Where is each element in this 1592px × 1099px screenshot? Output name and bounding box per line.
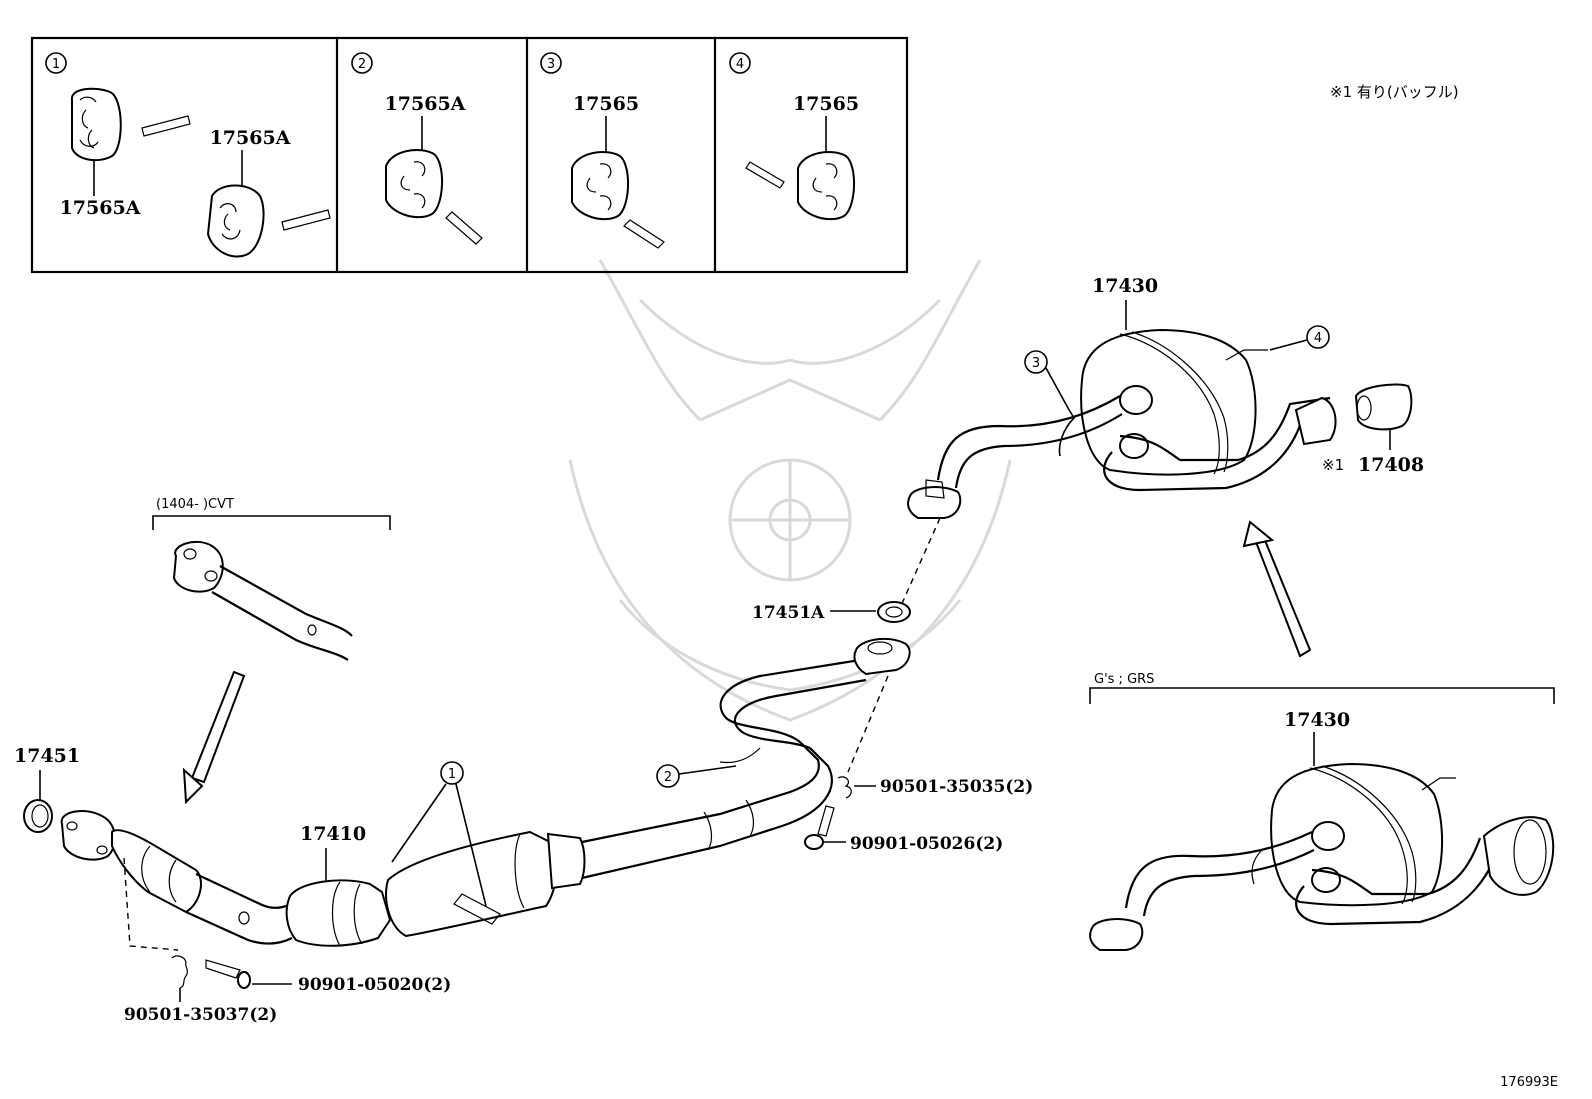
inset-1: 1 17565A 17565A xyxy=(45,52,331,258)
inset-3: 3 17565 xyxy=(540,52,665,249)
inset-2: 2 17565A xyxy=(351,52,483,245)
callout-1-label: 1 xyxy=(448,767,456,782)
hanger-rubber-icon xyxy=(71,87,122,162)
cvt-note: (1404- )CVT xyxy=(156,497,234,512)
bolt-front-label: 90901-05020(2) xyxy=(298,975,451,995)
inset-3-number: 3 xyxy=(547,57,555,72)
inset-2-number: 2 xyxy=(358,57,366,72)
callout-3-label: 3 xyxy=(1032,356,1040,371)
spring-mid-label: 90501-35035(2) xyxy=(880,777,1033,797)
gasket-mid-label: 17451A xyxy=(752,603,825,623)
inset-1-part-a: 17565A xyxy=(60,197,141,219)
muffler-top-label: 17430 xyxy=(1092,275,1158,297)
hanger-rubber-icon xyxy=(571,151,630,221)
gasket-front-label: 17451 xyxy=(14,745,80,767)
callout-2-label: 2 xyxy=(664,770,672,785)
tail-pipe: ※1 17408 xyxy=(1322,383,1424,476)
mid-fasteners: 90501-35035(2) 90901-05026(2) 17451A xyxy=(752,517,1033,854)
hanger-rubber-icon xyxy=(206,184,265,258)
inset-1-part-b: 17565A xyxy=(210,127,291,149)
tail-pipe-label: 17408 xyxy=(1358,454,1424,476)
front-pipe-assembly: 17451 17410 1 xyxy=(14,637,911,947)
callout-4-label: 4 xyxy=(1314,331,1322,346)
grs-variant: G's ; GRS 17430 xyxy=(1089,672,1555,951)
inset-panels xyxy=(30,36,909,274)
inset-4-number: 4 xyxy=(736,57,744,72)
hanger-rubber-icon xyxy=(797,151,856,221)
watermark-emblem xyxy=(568,259,1012,722)
spring-front-label: 90501-35037(2) xyxy=(124,1005,277,1025)
bolt-mid-label: 90901-05026(2) xyxy=(850,834,1003,854)
hanger-rubber-icon xyxy=(385,149,444,219)
grs-note: G's ; GRS xyxy=(1094,672,1154,687)
arrow-up-icon xyxy=(1254,536,1312,658)
tail-muffler-top: 17430 3 4 xyxy=(907,275,1337,519)
inset-4-part: 17565 xyxy=(793,93,859,115)
inset-4: 4 17565 xyxy=(729,52,859,221)
inset-1-number: 1 xyxy=(52,57,60,72)
arrow-down-left xyxy=(190,670,246,784)
diagram-code: 176993E xyxy=(1500,1075,1558,1090)
muffler-grs-label: 17430 xyxy=(1284,709,1350,731)
front-pipe-label: 17410 xyxy=(300,823,366,845)
tail-pipe-mark: ※1 xyxy=(1322,456,1344,474)
legend-note: ※1 有り(バッフル) xyxy=(1330,83,1459,101)
cvt-variant: (1404- )CVT xyxy=(152,497,391,805)
inset-3-part: 17565 xyxy=(573,93,639,115)
inset-2-part: 17565A xyxy=(385,93,466,115)
front-fasteners: 90901-05020(2) 90501-35037(2) xyxy=(123,857,451,1025)
